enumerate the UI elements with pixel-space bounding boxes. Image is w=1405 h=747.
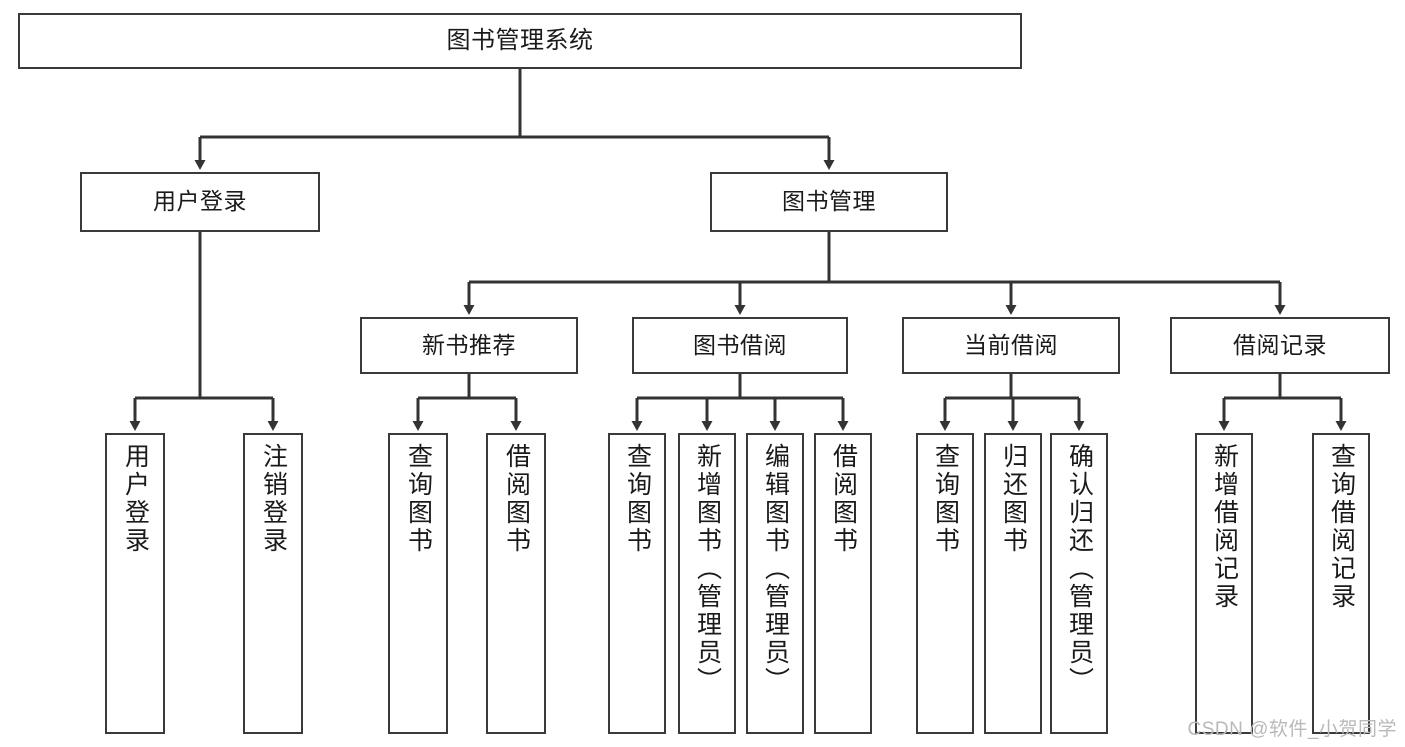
node-label: 图书管理系统 [446, 26, 594, 54]
node-label: 查询图书 [404, 443, 433, 555]
node-borrow-record[interactable]: 借阅记录 [1170, 317, 1390, 374]
node-leaf-query-borrow-record[interactable]: 查询借阅记录 [1312, 433, 1370, 734]
node-label: 用户登录 [121, 443, 150, 555]
node-label: 新书推荐 [422, 331, 516, 358]
node-root[interactable]: 图书管理系统 [18, 13, 1022, 69]
node-leaf-query-book-2[interactable]: 查询图书 [608, 433, 666, 734]
node-leaf-confirm-return-admin[interactable]: 确认归还（管理员） [1050, 433, 1108, 734]
node-label: 当前借阅 [964, 331, 1058, 358]
node-label: 图书管理 [782, 188, 876, 215]
node-label: 确认归还（管理员） [1065, 443, 1094, 695]
node-user-login[interactable]: 用户登录 [80, 172, 320, 232]
node-label: 新增图书（管理员） [693, 443, 722, 695]
node-leaf-query-book-1[interactable]: 查询图书 [388, 433, 448, 734]
node-label: 查询图书 [623, 443, 652, 555]
node-leaf-edit-book-admin[interactable]: 编辑图书（管理员） [746, 433, 804, 734]
node-label: 借阅图书 [502, 443, 531, 555]
node-leaf-borrow-book-2[interactable]: 借阅图书 [814, 433, 872, 734]
node-label: 借阅记录 [1233, 331, 1327, 358]
node-leaf-borrow-book-1[interactable]: 借阅图书 [486, 433, 546, 734]
node-label: 用户登录 [153, 188, 247, 215]
node-leaf-add-book-admin[interactable]: 新增图书（管理员） [678, 433, 736, 734]
node-leaf-query-book-3[interactable]: 查询图书 [916, 433, 974, 734]
node-new-book-recommend[interactable]: 新书推荐 [360, 317, 578, 374]
node-label: 新增借阅记录 [1210, 443, 1239, 611]
node-book-manage[interactable]: 图书管理 [710, 172, 948, 232]
node-label: 注销登录 [259, 443, 288, 555]
csdn-watermark: CSDN @软件_小贺同学 [1187, 719, 1397, 740]
node-label: 编辑图书（管理员） [761, 443, 790, 695]
node-leaf-add-borrow-record[interactable]: 新增借阅记录 [1195, 433, 1253, 734]
node-leaf-logout[interactable]: 注销登录 [243, 433, 303, 734]
node-label: 借阅图书 [829, 443, 858, 555]
node-label: 查询借阅记录 [1327, 443, 1356, 611]
node-label: 查询图书 [931, 443, 960, 555]
node-leaf-return-book[interactable]: 归还图书 [984, 433, 1042, 734]
node-leaf-user-login[interactable]: 用户登录 [105, 433, 165, 734]
node-label: 归还图书 [999, 443, 1028, 555]
node-book-borrow[interactable]: 图书借阅 [632, 317, 848, 374]
node-current-borrow[interactable]: 当前借阅 [902, 317, 1120, 374]
node-label: 图书借阅 [693, 331, 787, 358]
